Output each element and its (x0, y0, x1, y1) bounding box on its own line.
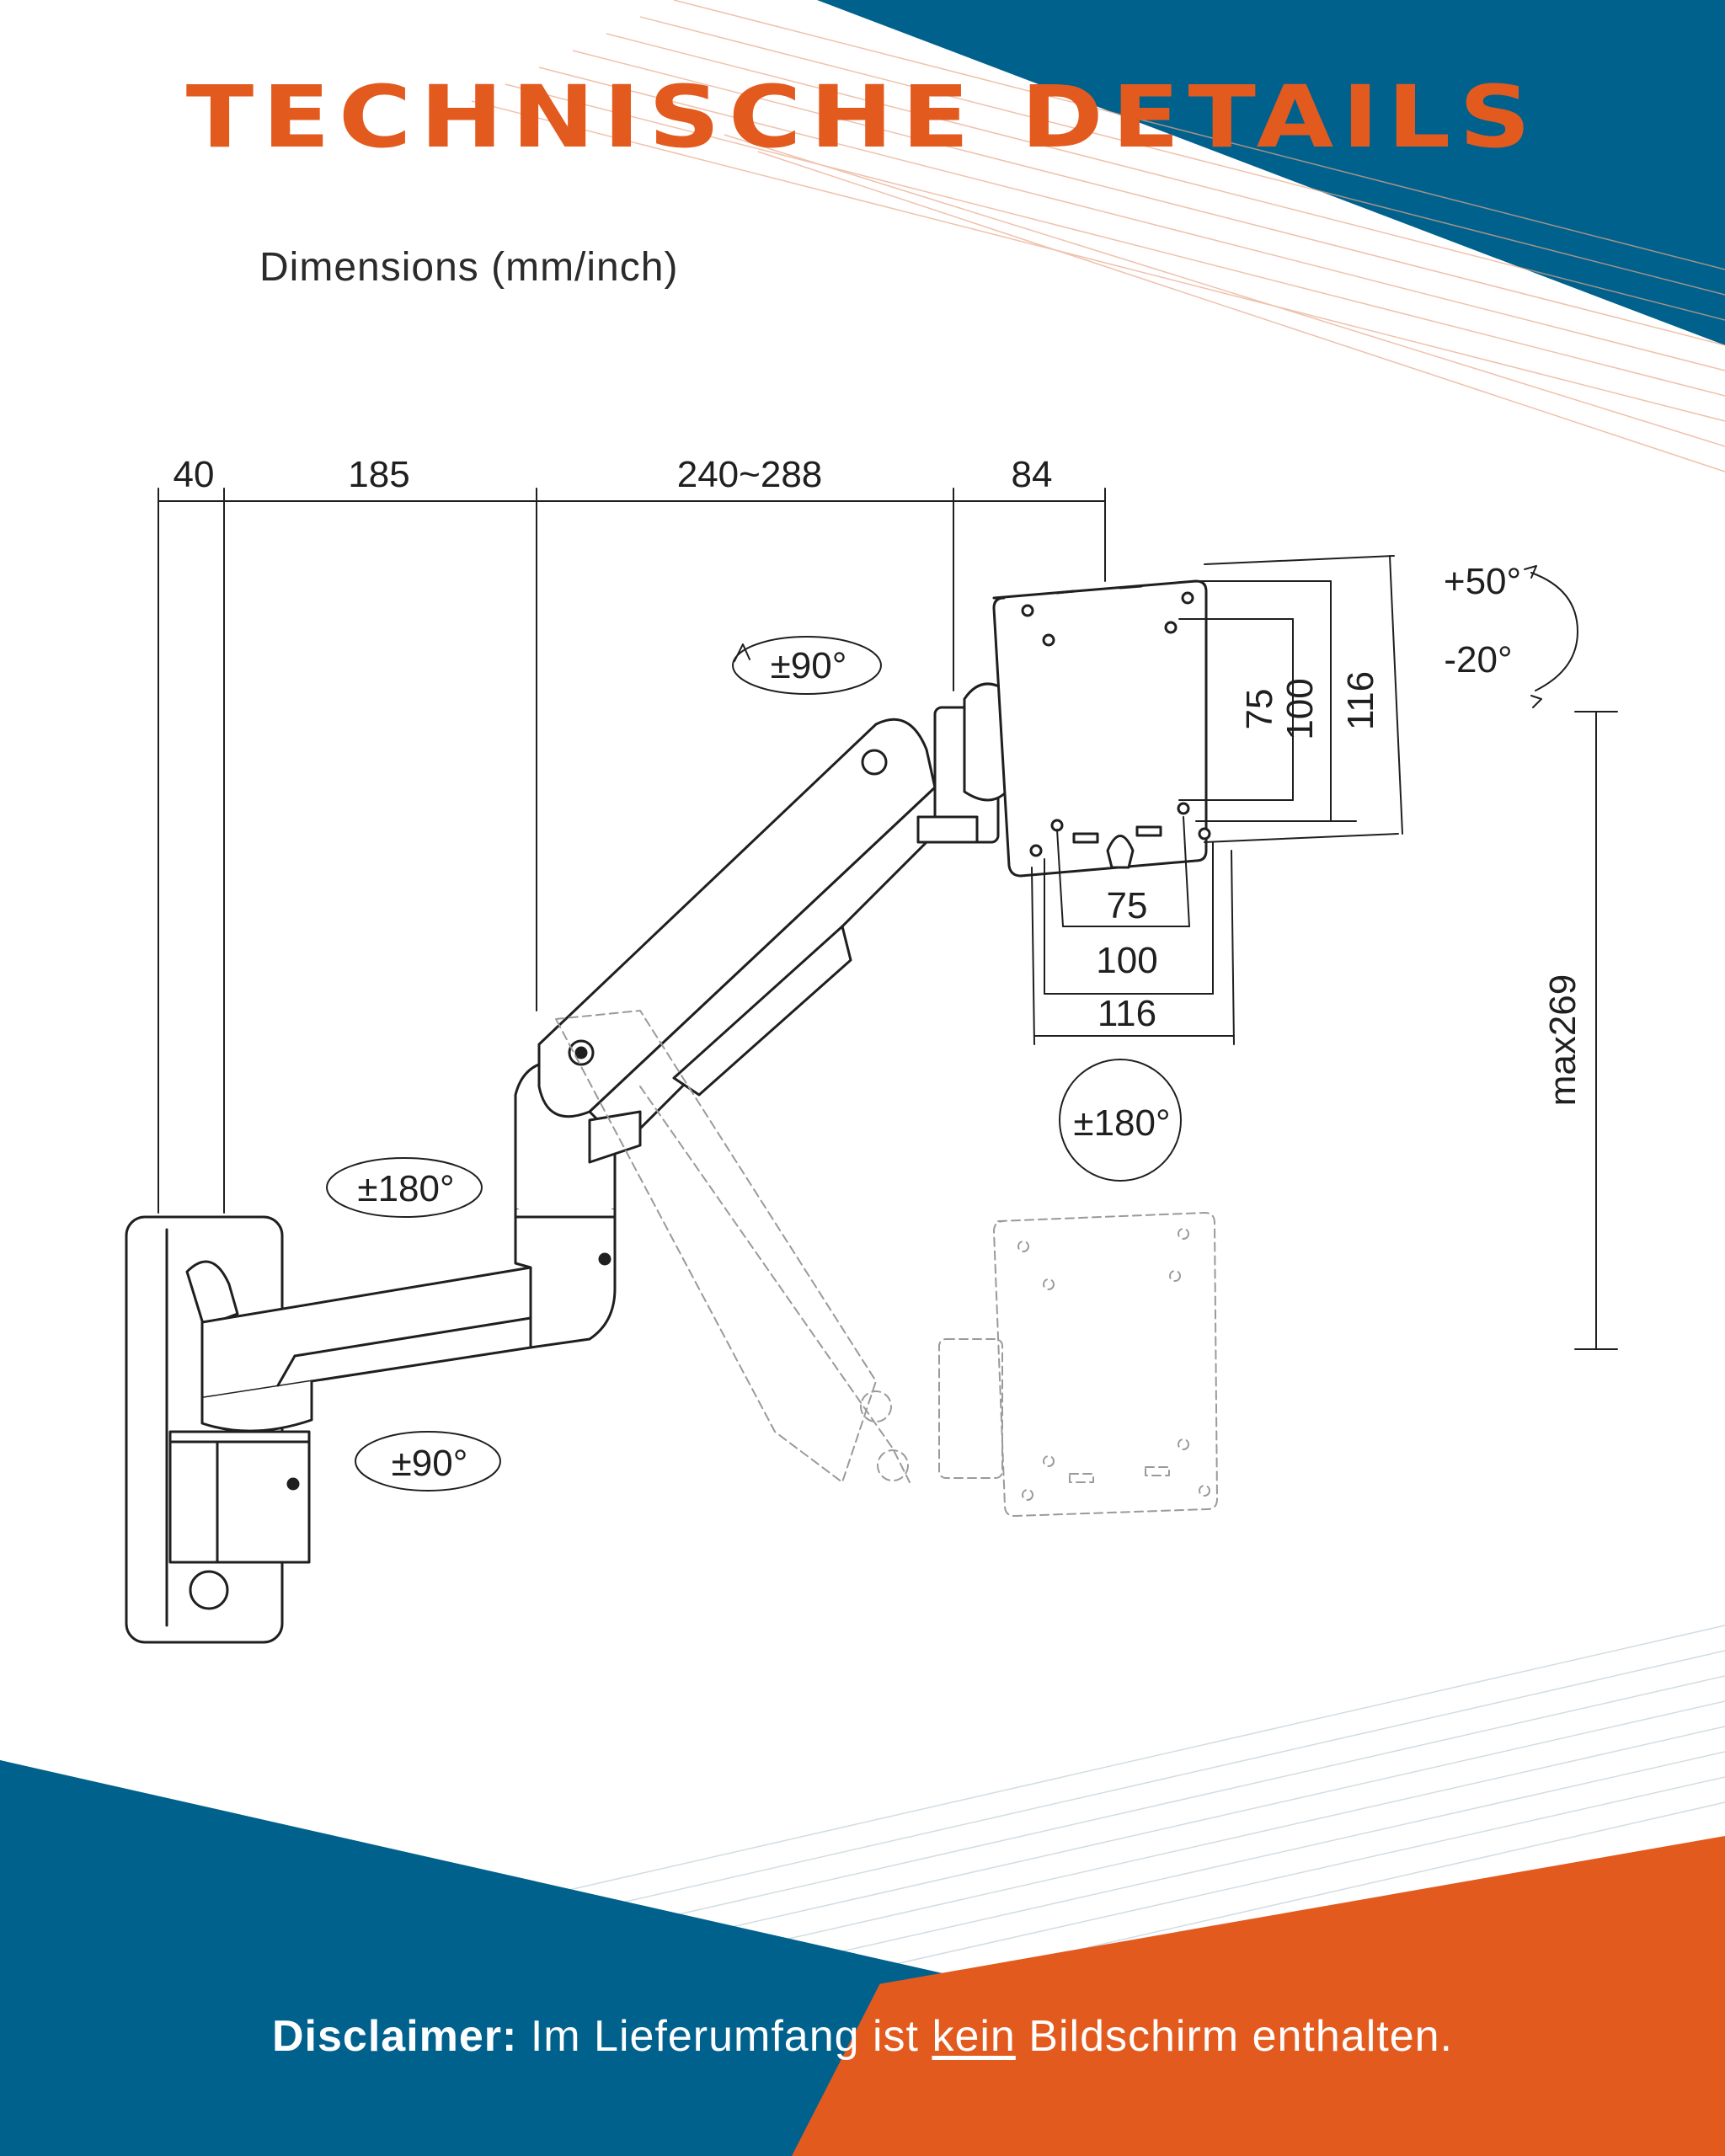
dim-top-84: 84 (1012, 454, 1053, 495)
disclaimer-emphasis: kein (932, 2012, 1016, 2061)
max-height-dimension (1574, 711, 1618, 1350)
page-title: TECHNISCHE DETAILS (185, 67, 1540, 168)
page-subtitle: Dimensions (mm/inch) (259, 245, 679, 290)
dim-plate-w-116: 116 (1097, 993, 1156, 1034)
top-dimension-lines (158, 488, 1106, 1214)
plate-height-dimensions (1178, 555, 1403, 843)
rot-base: ±90° (392, 1443, 468, 1484)
disclaimer-label: Disclaimer: (272, 2012, 518, 2061)
rot-swivel-head: ±90° (771, 645, 847, 686)
rot-tilt-down: -20° (1444, 639, 1512, 680)
base-column (168, 1430, 311, 1564)
dim-plate-h-116: 116 (1340, 671, 1381, 730)
dim-max-height: max269 (1542, 974, 1583, 1107)
dim-top-185: 185 (348, 454, 409, 495)
head-joint (916, 682, 1008, 844)
rotation-plate (1059, 1059, 1182, 1182)
upper-arm (537, 718, 937, 1164)
rotation-mid (326, 1157, 483, 1218)
vesa-plate (992, 579, 1211, 878)
disclaimer-text-before: Im Lieferumfang ist (517, 2012, 932, 2061)
dim-plate-w-100: 100 (1096, 940, 1157, 981)
lower-arm (200, 1266, 532, 1433)
ghost-arm (555, 1010, 1218, 1517)
rotation-swivel-head (732, 636, 882, 695)
blue-band-top (817, 0, 1725, 345)
disclaimer-text-after: Bildschirm enthalten. (1015, 2012, 1453, 2061)
rotation-tilt (1524, 565, 1578, 708)
dim-top-240-288: 240~288 (677, 454, 823, 495)
dim-plate-h-100: 100 (1279, 678, 1321, 739)
rot-mid: ±180° (357, 1168, 454, 1209)
rot-plate: ±180° (1073, 1102, 1170, 1144)
blue-band-bottom-left (0, 1760, 884, 2156)
hatch-lines-top (471, 0, 1725, 472)
dim-top-40: 40 (174, 454, 215, 495)
rotation-base (355, 1431, 501, 1492)
dim-plate-w-75: 75 (1107, 885, 1148, 926)
rot-tilt-up: +50° (1444, 561, 1521, 602)
disclaimer: Disclaimer: Im Lieferumfang ist kein Bil… (0, 2011, 1725, 2062)
dim-plate-h-75: 75 (1239, 689, 1280, 730)
plate-width-dimensions (1031, 816, 1235, 1045)
orange-band-bottom (792, 1836, 1725, 2156)
